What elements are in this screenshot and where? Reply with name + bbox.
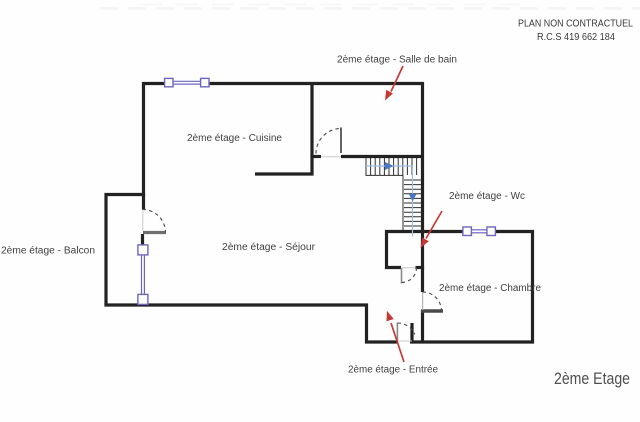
svg-text:2ème étage - Wc: 2ème étage - Wc: [449, 191, 525, 202]
svg-text:2ème Etage: 2ème Etage: [554, 370, 630, 388]
svg-text:2ème étage - Salle de bain: 2ème étage - Salle de bain: [337, 55, 457, 66]
svg-text:R.C.S 419 662 184: R.C.S 419 662 184: [537, 32, 615, 43]
svg-text:2ème étage - Séjour: 2ème étage - Séjour: [222, 242, 316, 253]
svg-text:2ème étage - Balcon: 2ème étage - Balcon: [1, 246, 95, 257]
svg-text:2ème étage - Chambre: 2ème étage - Chambre: [439, 283, 541, 294]
svg-text:PLAN NON CONTRACTUEL: PLAN NON CONTRACTUEL: [518, 19, 633, 30]
svg-text:2ème étage - Entrée: 2ème étage - Entrée: [348, 364, 438, 375]
svg-text:2ème étage - Cuisine: 2ème étage - Cuisine: [187, 133, 282, 144]
